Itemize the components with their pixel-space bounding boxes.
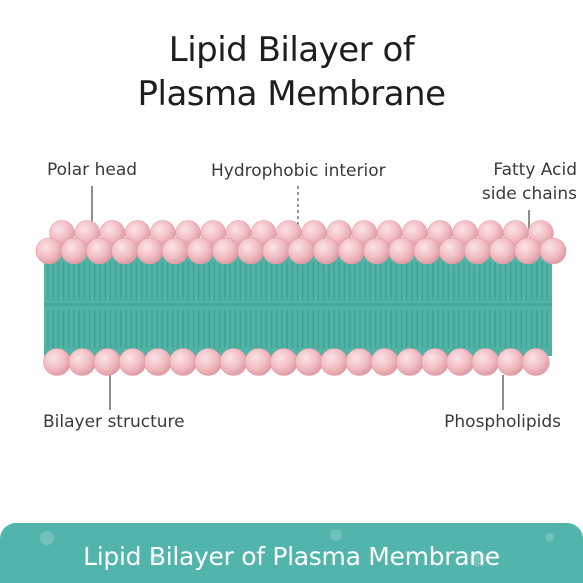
- phospholipid-head: [345, 348, 374, 376]
- title-line-2: Plasma Membrane: [137, 74, 447, 114]
- phospholipid-head: [194, 348, 222, 376]
- phospholipid-head: [496, 348, 525, 376]
- phospholipid-head: [421, 348, 449, 376]
- diagram-title: Lipid Bilayer of Plasma Membrane: [0, 28, 583, 116]
- footer-bubble: [40, 531, 54, 545]
- phospholipid-head: [338, 237, 365, 265]
- footer-banner: Lipid Bilayer of Plasma Membrane: [0, 523, 583, 583]
- fatty-acid-tails: [47, 262, 548, 348]
- phospholipid-head: [93, 348, 122, 376]
- phospholipid-head: [86, 237, 113, 265]
- phospholipid-head: [320, 348, 349, 376]
- phospholipid-head: [413, 237, 441, 265]
- phospholipid-head: [363, 237, 390, 265]
- phospholipid-head: [395, 348, 424, 376]
- phospholipid-head: [68, 348, 96, 376]
- phospholipid-head: [118, 348, 147, 376]
- phospholipid-head: [446, 348, 475, 376]
- phospholipid-head: [312, 237, 340, 265]
- footer-bubble: [545, 533, 554, 542]
- phospholipid-head: [212, 237, 239, 265]
- phospholipid-head: [295, 348, 323, 376]
- phospholipid-head: [262, 237, 290, 265]
- phospholipids-label: Phospholipids: [444, 412, 561, 432]
- phospholipid-head: [144, 348, 172, 376]
- phospholipid-head: [186, 237, 214, 265]
- footer-bubble: [470, 551, 486, 567]
- polar-heads: [35, 220, 567, 376]
- phospholipid-head: [111, 237, 138, 265]
- phospholipid-head: [136, 237, 164, 265]
- phospholipid-head: [169, 348, 197, 376]
- phospholipid-head: [388, 237, 416, 265]
- polar-head-label: Polar head: [47, 160, 138, 180]
- phospholipid-head: [471, 348, 500, 376]
- phospholipid-head: [244, 348, 273, 376]
- footer-bubble: [330, 529, 342, 541]
- title-line-1: Lipid Bilayer of: [168, 30, 415, 70]
- phospholipid-head: [237, 237, 264, 265]
- footer-caption: Lipid Bilayer of Plasma Membrane: [83, 542, 500, 571]
- phospholipid-head: [43, 348, 71, 376]
- bilayer-structure-label: Bilayer structure: [43, 412, 185, 432]
- phospholipid-head: [521, 348, 550, 376]
- phospholipid-head: [539, 237, 567, 265]
- footer-bubble: [150, 553, 160, 563]
- phospholipid-head: [464, 237, 491, 265]
- phospholipid-head: [438, 237, 466, 265]
- fatty-acid-label-line-1: Fatty Acid: [493, 160, 577, 180]
- phospholipid-head: [161, 237, 189, 265]
- bilayer-midline: [44, 303, 552, 306]
- phospholipid-head: [489, 237, 516, 265]
- phospholipid-head: [287, 237, 315, 265]
- fatty-acid-label: Fatty Acid side chains: [482, 158, 577, 206]
- phospholipid-head: [514, 237, 542, 265]
- phospholipid-head: [370, 348, 399, 376]
- phospholipid-head: [60, 237, 88, 265]
- hydrophobic-interior-label: Hydrophobic interior: [211, 161, 386, 181]
- phospholipid-head: [269, 348, 298, 376]
- phospholipid-head: [219, 348, 248, 376]
- fatty-acid-label-line-2: side chains: [481, 184, 577, 204]
- phospholipid-head: [35, 237, 63, 265]
